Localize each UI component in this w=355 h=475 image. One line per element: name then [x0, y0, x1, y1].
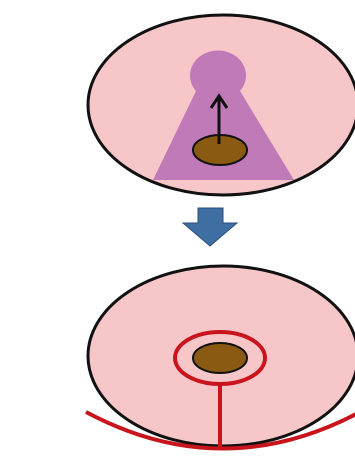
transition-arrow [183, 208, 237, 246]
bottom-oval [193, 343, 247, 373]
down-arrow-icon [183, 208, 237, 246]
top-panel [88, 15, 355, 195]
bottom-panel [86, 266, 355, 450]
